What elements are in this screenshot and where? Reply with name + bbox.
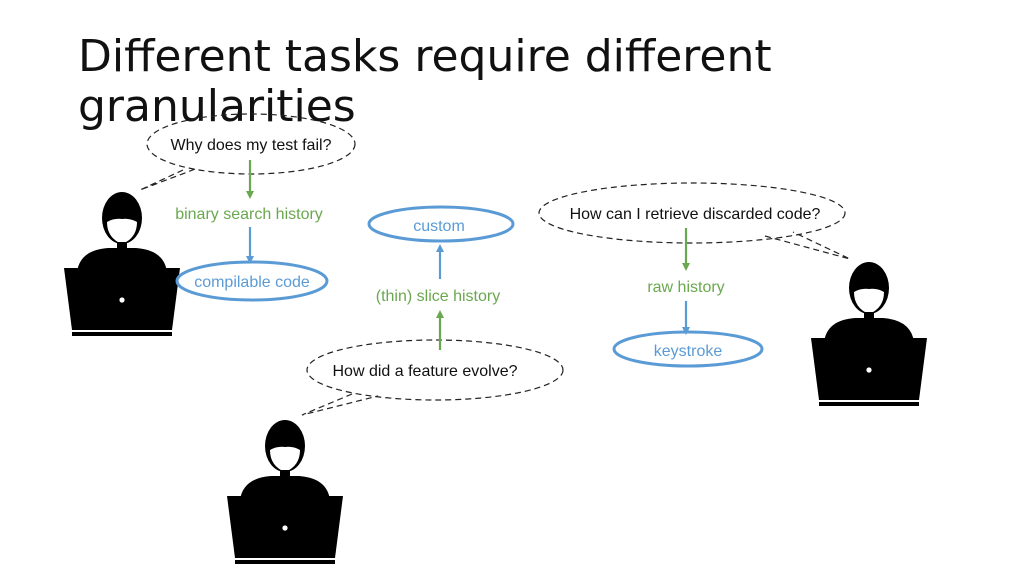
question-text: Why does my test fail? — [171, 137, 332, 154]
granularity-ellipse — [175, 260, 329, 302]
granularity-ellipse — [612, 330, 764, 368]
scenario-discarded-code: How can I retrieve discarded code? raw h… — [538, 182, 927, 406]
slide-title: Different tasks require different granul… — [78, 31, 772, 132]
developer-icon — [64, 192, 180, 336]
thought-bubble — [538, 182, 851, 260]
developer-icon — [811, 262, 927, 406]
history-label: (thin) slice history — [376, 288, 500, 305]
granularity-label: compilable code — [194, 274, 310, 291]
scenario-test-failure: Why does my test fail? binary search his… — [64, 113, 356, 336]
history-label: binary search history — [175, 206, 323, 223]
question-text: How can I retrieve discarded code? — [570, 206, 821, 223]
granularity-ellipse — [367, 205, 515, 243]
question-text: How did a feature evolve? — [333, 363, 518, 380]
history-label: raw history — [647, 279, 724, 296]
granularity-label: custom — [413, 218, 465, 235]
granularity-label: keystroke — [654, 343, 723, 360]
developer-icon — [227, 420, 343, 564]
scenario-feature-evolution: How did a feature evolve? (thin) slice h… — [227, 205, 564, 564]
thought-bubble — [301, 339, 564, 416]
